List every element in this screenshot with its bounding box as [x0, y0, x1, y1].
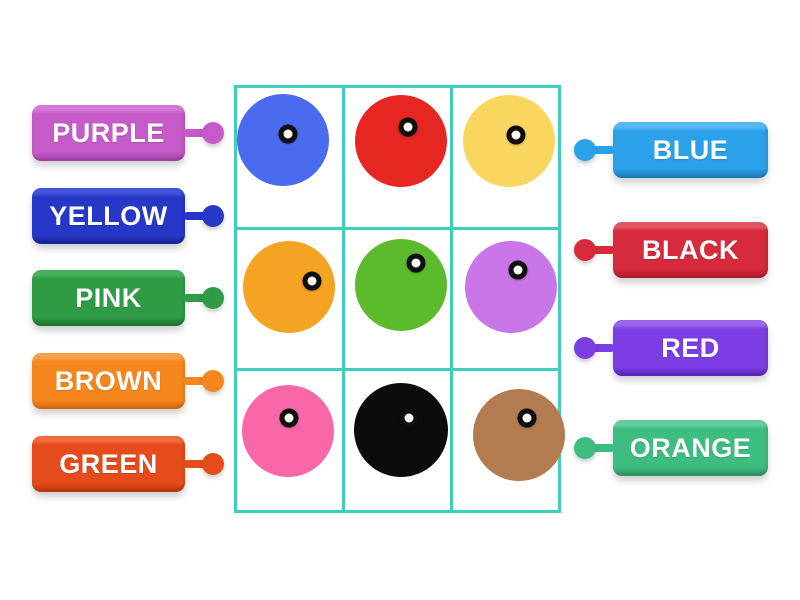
target-marker-yellow[interactable]	[506, 125, 526, 145]
label-text: PURPLE	[52, 117, 165, 148]
connector-stem	[589, 146, 615, 154]
label-text: ORANGE	[629, 432, 752, 463]
target-marker-black[interactable]	[399, 408, 419, 428]
target-marker-blue[interactable]	[278, 124, 298, 144]
circle-violet[interactable]	[465, 241, 557, 333]
circle-green[interactable]	[355, 239, 447, 331]
label-text: BLACK	[642, 234, 739, 265]
label-button-blue[interactable]: BLUE	[574, 122, 768, 178]
connector-dot[interactable]	[574, 239, 596, 261]
target-marker-orange[interactable]	[302, 271, 322, 291]
connector-dot[interactable]	[574, 337, 596, 359]
label-text: GREEN	[59, 448, 158, 479]
connector-dot[interactable]	[574, 139, 596, 161]
target-marker-pink[interactable]	[279, 408, 299, 428]
target-marker-violet[interactable]	[508, 260, 528, 280]
connector-stem	[589, 246, 615, 254]
label-button-pink[interactable]: PINK	[32, 270, 224, 326]
label-button-yellow[interactable]: YELLOW	[32, 188, 224, 244]
circle-brown[interactable]	[473, 389, 565, 481]
circle-black[interactable]	[354, 383, 448, 477]
connector-stem	[183, 460, 209, 468]
label-button-red[interactable]: RED	[574, 320, 768, 376]
connector-dot[interactable]	[202, 370, 224, 392]
label-button-orange[interactable]: ORANGE	[574, 420, 768, 476]
label-button-brown[interactable]: BROWN	[32, 353, 224, 409]
label-text: PINK	[75, 282, 142, 313]
connector-dot[interactable]	[574, 437, 596, 459]
label-text: BLUE	[652, 134, 729, 165]
connector-dot[interactable]	[202, 205, 224, 227]
label-button-green[interactable]: GREEN	[32, 436, 224, 492]
label-text: RED	[661, 332, 720, 363]
label-text: YELLOW	[49, 200, 168, 231]
target-marker-red[interactable]	[398, 117, 418, 137]
diagram-grid	[234, 85, 565, 513]
connector-stem	[183, 212, 209, 220]
circle-pink[interactable]	[242, 385, 334, 477]
label-text: BROWN	[54, 365, 163, 396]
circle-red[interactable]	[355, 95, 447, 187]
target-marker-green[interactable]	[406, 253, 426, 273]
connector-stem	[183, 129, 209, 137]
label-button-purple[interactable]: PURPLE	[32, 105, 224, 161]
connector-stem	[589, 344, 615, 352]
label-button-black[interactable]: BLACK	[574, 222, 768, 278]
circle-orange[interactable]	[243, 241, 335, 333]
connector-stem	[183, 294, 209, 302]
connector-stem	[183, 377, 209, 385]
connector-dot[interactable]	[202, 287, 224, 309]
target-marker-brown[interactable]	[517, 408, 537, 428]
connector-dot[interactable]	[202, 122, 224, 144]
connector-stem	[589, 444, 615, 452]
connector-dot[interactable]	[202, 453, 224, 475]
